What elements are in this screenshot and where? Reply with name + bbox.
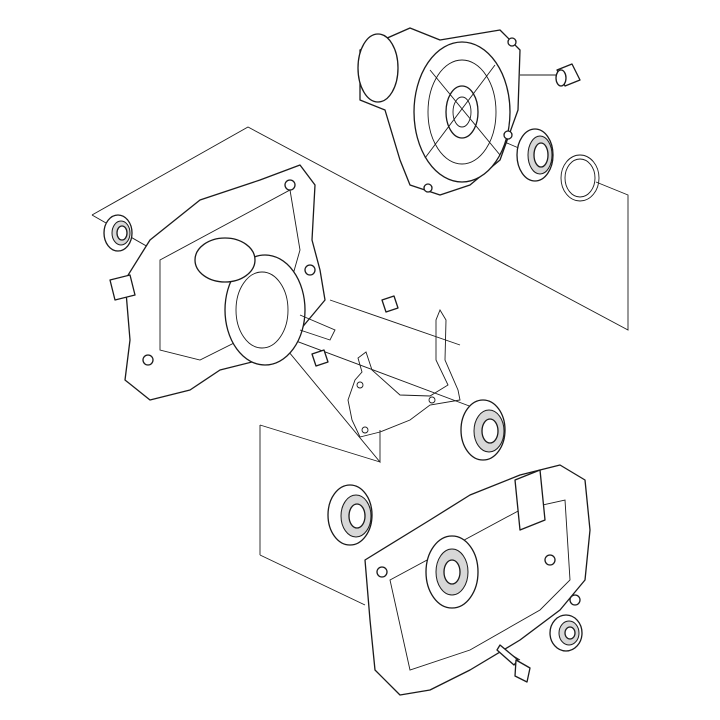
ball-bearing-2[interactable] — [327, 484, 373, 546]
oil-seal-top[interactable] — [516, 128, 554, 182]
bolt[interactable] — [496, 644, 531, 683]
ball-bearing-1[interactable] — [460, 399, 506, 461]
gasket[interactable] — [347, 308, 461, 438]
clutch-housing[interactable] — [357, 27, 521, 196]
dowel-pin-1[interactable] — [381, 295, 399, 313]
crankcase-right-half[interactable] — [364, 464, 591, 696]
circlip[interactable] — [560, 154, 600, 202]
dowel-pin-2[interactable] — [311, 349, 329, 367]
crankcase-left-half[interactable] — [109, 164, 336, 401]
oil-seal-left[interactable] — [103, 214, 133, 252]
oil-seal-bottom[interactable] — [549, 614, 583, 652]
sleeve-pin[interactable] — [555, 63, 581, 87]
